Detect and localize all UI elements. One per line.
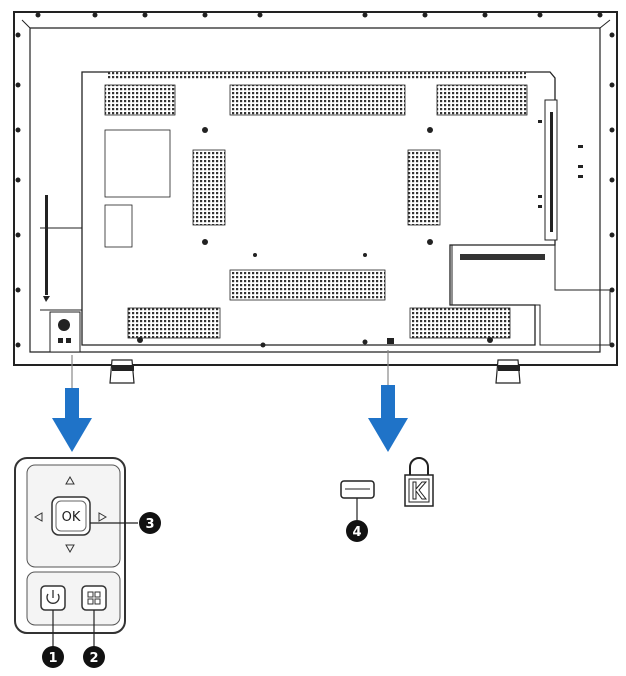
arrow-to-security-slot <box>368 350 408 452</box>
arrow-to-control-panel <box>52 355 92 452</box>
power-icon <box>46 590 60 604</box>
up-arrow-icon[interactable] <box>65 475 75 485</box>
ok-button[interactable]: OK <box>51 496 91 536</box>
control-module-back <box>49 311 81 353</box>
right-arrow-icon[interactable] <box>98 512 108 522</box>
down-arrow-icon[interactable] <box>65 544 75 554</box>
svg-text:3: 3 <box>145 517 154 532</box>
control-panel: OK <box>14 457 138 648</box>
vent <box>127 307 221 339</box>
ok-button-label: OK <box>62 510 81 525</box>
vent <box>104 84 176 116</box>
top-vent-strip <box>108 72 526 79</box>
left-arrow-icon[interactable] <box>33 512 43 522</box>
label-plate <box>104 129 171 198</box>
vent <box>436 84 528 116</box>
vent <box>192 149 226 226</box>
menu-button[interactable] <box>81 585 107 611</box>
svg-text:4: 4 <box>352 525 361 540</box>
speaker-strip <box>460 254 545 260</box>
svg-text:2: 2 <box>89 651 98 666</box>
vent <box>229 269 386 301</box>
vent <box>407 149 441 226</box>
callout-2: 2 <box>83 646 105 668</box>
monitor-rear <box>13 11 618 384</box>
vent <box>229 84 406 116</box>
power-button[interactable] <box>40 585 66 611</box>
stand-foot <box>495 359 521 384</box>
callout-3: 3 <box>139 512 161 534</box>
svg-text:1: 1 <box>48 651 57 666</box>
security-slot-back <box>387 338 394 344</box>
stand-foot <box>109 359 135 384</box>
menu-grid-icon <box>87 591 101 605</box>
callout-4: 4 <box>346 520 368 542</box>
callout-1: 1 <box>42 646 64 668</box>
label-plate <box>104 204 133 248</box>
vent <box>409 307 511 339</box>
kensington-lock-icon <box>404 457 434 507</box>
security-slot <box>340 480 375 520</box>
